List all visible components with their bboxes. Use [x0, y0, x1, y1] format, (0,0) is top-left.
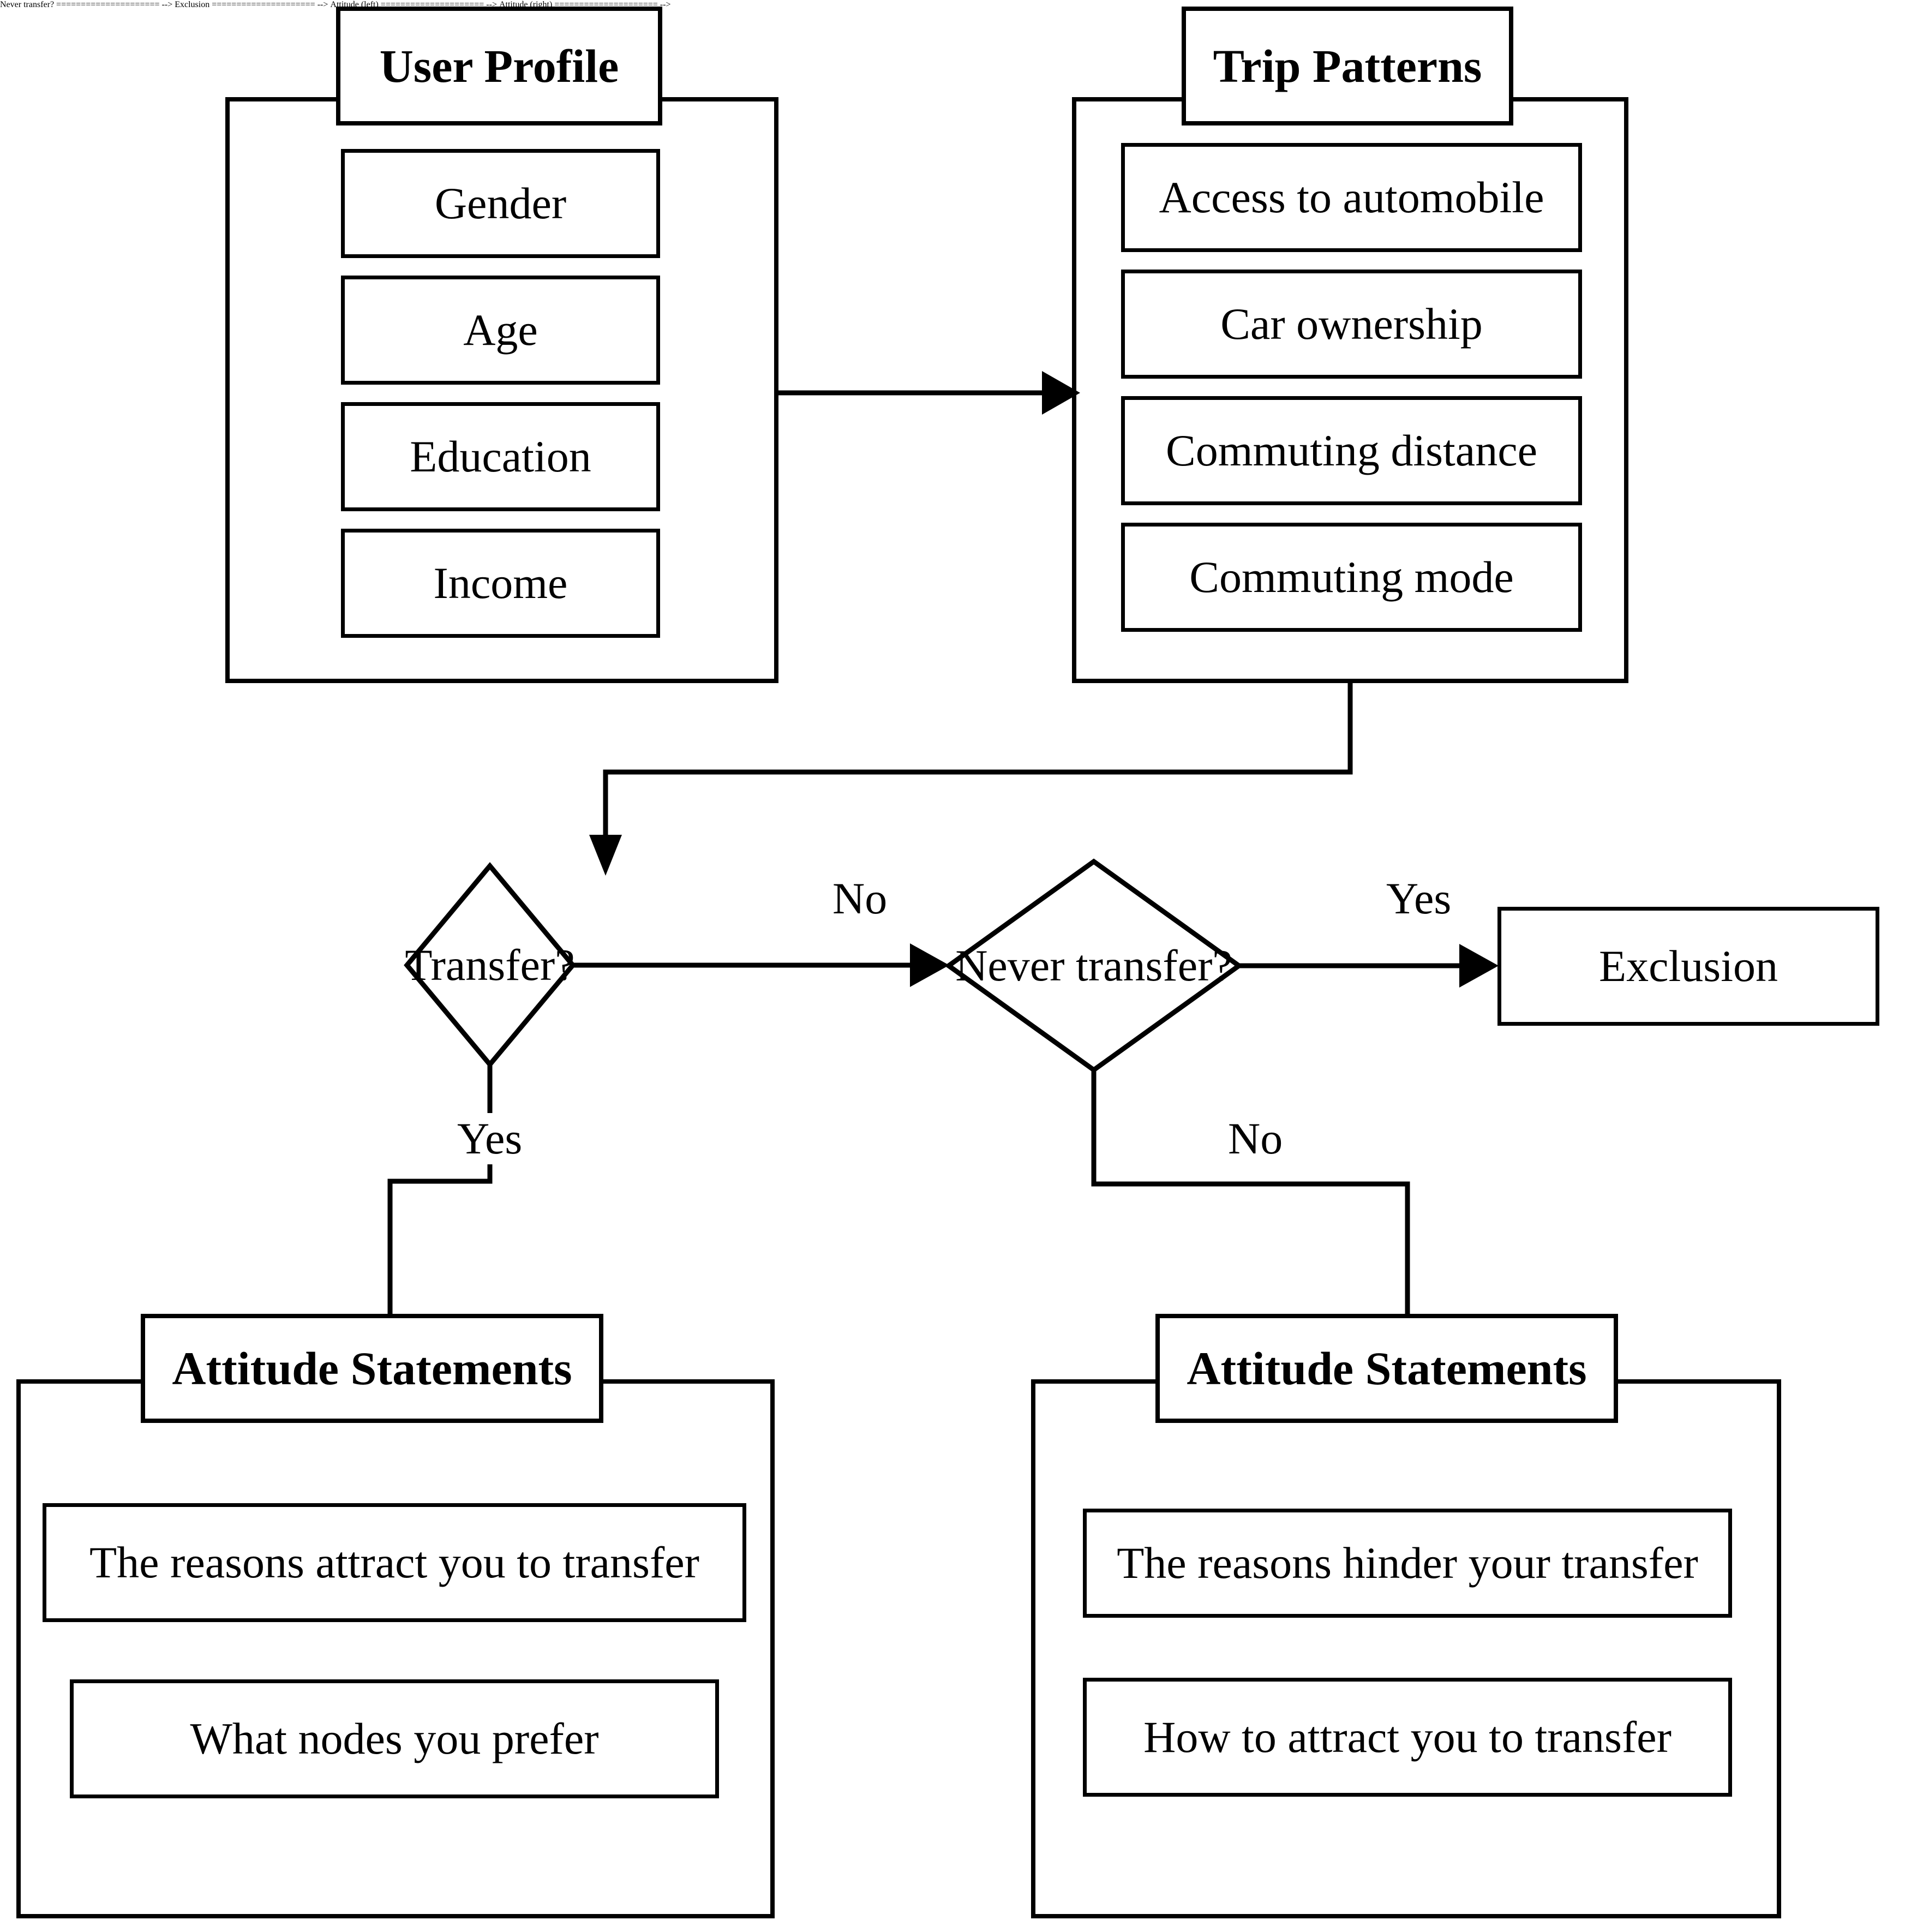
field-box-access-to-automobile[interactable]: Access to automobile — [1121, 143, 1582, 252]
edge-trip-patterns-to-transfer — [589, 679, 1364, 876]
group-attitude-statements-left — [16, 1379, 775, 1918]
field-label-car-ownership: Car ownership — [1220, 298, 1483, 349]
edge-label-text: Yes — [457, 1114, 523, 1163]
statement-box-what-nodes[interactable]: What nodes you prefer — [70, 1679, 719, 1798]
group-title-trip-patterns: Trip Patterns — [1182, 7, 1513, 125]
decision-never-transfer[interactable] — [944, 858, 1243, 1073]
statement-label-reasons-attract: The reasons attract you to transfer — [89, 1537, 699, 1587]
edge-never-transfer-yes-to-exclusion — [1236, 933, 1503, 998]
statement-box-reasons-hinder[interactable]: The reasons hinder your transfer — [1083, 1509, 1732, 1618]
edge-label-text: Yes — [1386, 874, 1452, 923]
statement-label-reasons-hinder: The reasons hinder your transfer — [1117, 1538, 1698, 1588]
decision-transfer[interactable] — [404, 862, 576, 1069]
edge-user-profile-to-trip-patterns — [775, 360, 1080, 426]
edge-transfer-no-to-never-transfer — [572, 932, 954, 998]
edge-label-text: No — [1228, 1114, 1283, 1163]
field-label-income: Income — [433, 558, 568, 608]
field-label-gender: Gender — [434, 178, 567, 228]
field-label-commuting-distance: Commuting distance — [1166, 425, 1537, 475]
field-label-commuting-mode: Commuting mode — [1189, 552, 1514, 602]
edge-label-never-transfer-yes: Yes — [1383, 873, 1455, 924]
statement-label-what-nodes: What nodes you prefer — [190, 1713, 599, 1763]
field-label-age: Age — [463, 304, 538, 355]
field-box-gender[interactable]: Gender — [341, 149, 660, 258]
group-title-label: User Profile — [379, 39, 619, 92]
terminal-box-exclusion[interactable]: Exclusion — [1497, 907, 1879, 1026]
field-box-commuting-distance[interactable]: Commuting distance — [1121, 396, 1582, 505]
group-title-attitude-right: Attitude Statements — [1155, 1314, 1618, 1423]
group-title-label: Attitude Statements — [172, 1342, 572, 1395]
field-label-education: Education — [410, 431, 591, 481]
edge-label-text: No — [832, 874, 888, 923]
field-label-access-to-automobile: Access to automobile — [1159, 172, 1544, 222]
field-box-education[interactable]: Education — [341, 402, 660, 511]
edge-label-never-transfer-no: No — [1225, 1113, 1286, 1164]
group-title-label: Attitude Statements — [1187, 1342, 1587, 1395]
group-title-attitude-left: Attitude Statements — [141, 1314, 603, 1423]
field-box-car-ownership[interactable]: Car ownership — [1121, 270, 1582, 379]
group-title-user-profile: User Profile — [336, 7, 662, 125]
edge-label-transfer-no: No — [829, 873, 891, 924]
decision-text: Never transfer? — [955, 941, 1232, 990]
field-box-age[interactable]: Age — [341, 276, 660, 385]
group-attitude-statements-right — [1031, 1379, 1781, 1918]
decision-text: Transfer? — [405, 940, 575, 990]
field-box-commuting-mode[interactable]: Commuting mode — [1121, 523, 1582, 632]
statement-box-reasons-attract[interactable]: The reasons attract you to transfer — [43, 1503, 746, 1622]
statement-box-how-to-attract[interactable]: How to attract you to transfer — [1083, 1678, 1732, 1797]
statement-label-how-to-attract: How to attract you to transfer — [1143, 1712, 1672, 1762]
group-title-label: Trip Patterns — [1213, 39, 1482, 92]
decision-label-never-transfer: Never transfer? — [946, 933, 1241, 998]
edge-label-transfer-yes: Yes — [454, 1113, 526, 1164]
decision-label-transfer: Transfer? — [405, 932, 575, 998]
terminal-label-exclusion: Exclusion — [1599, 941, 1778, 991]
field-box-income[interactable]: Income — [341, 529, 660, 638]
